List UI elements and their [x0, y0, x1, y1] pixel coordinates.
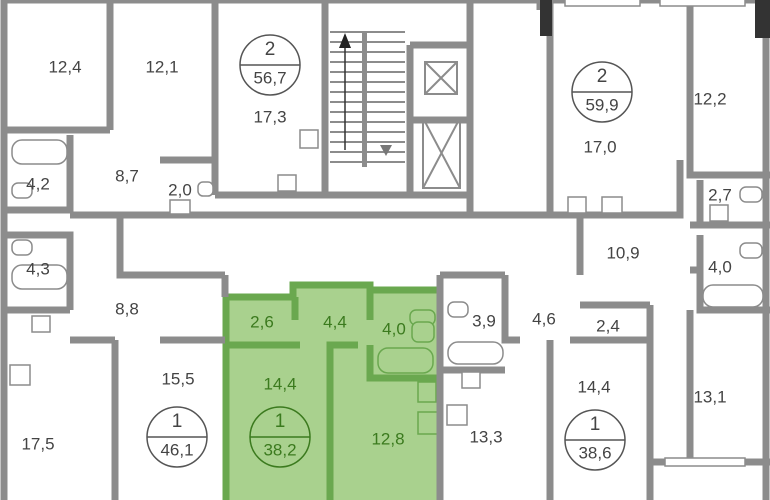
room-area: 4,0 [382, 319, 406, 338]
total-area: 56,7 [253, 68, 286, 87]
rooms-count: 2 [597, 66, 608, 87]
staircase [330, 31, 461, 189]
rooms-count: 2 [265, 39, 276, 60]
rooms-count: 1 [172, 411, 183, 432]
room-area: 15,5 [161, 369, 194, 388]
apartment-bottom-left[interactable]: 4,3 8,8 17,5 15,5 1 46,1 [21, 259, 208, 468]
room-area: 12,8 [371, 429, 404, 448]
room-area: 13,3 [469, 427, 502, 446]
room-area: 14,4 [263, 374, 296, 393]
room-area: 10,9 [606, 243, 639, 262]
stove-icon [299, 129, 319, 149]
rooms-count: 1 [275, 411, 286, 432]
room-area: 3,9 [472, 311, 496, 330]
room-area: 2,0 [168, 180, 192, 199]
stove-icon [446, 404, 468, 426]
room-area: 12,1 [145, 57, 178, 76]
total-area: 46,1 [160, 440, 193, 459]
stairs-down-arrow-icon [380, 145, 392, 156]
window-frames [540, 0, 770, 467]
fixtures [9, 129, 764, 426]
room-area: 17,5 [21, 434, 54, 453]
room-area: 17,0 [583, 137, 616, 156]
rooms-count: 1 [590, 414, 601, 435]
room-area: 2,7 [708, 185, 732, 204]
elevator-large-icon [422, 117, 461, 189]
stove-icon [9, 364, 31, 386]
room-area: 2,6 [250, 312, 274, 331]
room-area: 4,6 [532, 309, 556, 328]
room-area: 12,2 [693, 89, 726, 108]
stove-icon [601, 196, 623, 214]
room-area: 17,3 [253, 107, 286, 126]
room-area: 14,4 [577, 377, 610, 396]
elevator-small-icon [424, 61, 458, 95]
total-area: 38,6 [578, 443, 611, 462]
apartment-bottom-right[interactable]: 3,9 4,6 2,4 14,4 13,3 1 38,6 [469, 309, 626, 471]
room-area: 8,7 [115, 166, 139, 185]
room-area: 13,1 [693, 387, 726, 406]
room-area: 4,0 [708, 257, 732, 276]
room-area: 8,8 [115, 299, 139, 318]
apartment-top-right[interactable]: 17,0 12,2 2,7 10,9 4,0 13,1 2 59,9 [571, 61, 732, 406]
room-area: 2,4 [596, 316, 620, 335]
room-area: 4,4 [323, 312, 347, 331]
room-area: 12,4 [48, 57, 81, 76]
apartment-selected[interactable]: 2,6 4,4 4,0 14,4 12,8 1 38,2 [249, 312, 406, 468]
apartment-top-left[interactable]: 12,4 12,1 17,3 4,2 8,7 2,0 2 56,7 [26, 34, 301, 199]
room-area: 4,3 [26, 259, 50, 278]
stairs-up-arrow-icon [339, 33, 351, 48]
room-area: 4,2 [26, 174, 50, 193]
total-area: 59,9 [585, 95, 618, 114]
total-area: 38,2 [263, 440, 296, 459]
